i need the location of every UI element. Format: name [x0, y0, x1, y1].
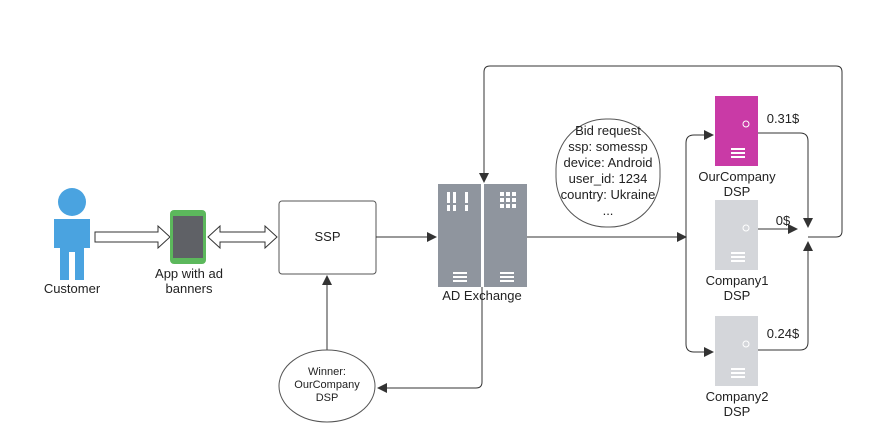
company1-bid-value: 0$	[775, 213, 791, 228]
app-label: App with ad banners	[146, 266, 232, 296]
winner-ellipse	[278, 349, 376, 423]
exchange-to-winner-line	[377, 287, 483, 393]
winner-line: DSP	[315, 392, 339, 404]
company2-bid-value: 0.24$	[766, 326, 800, 341]
dsp-name-line1: Company2	[705, 389, 769, 404]
company1-server-icon	[715, 200, 758, 270]
app-label-line1: App with ad	[155, 266, 223, 281]
dsp-name-line1: OurCompany	[698, 169, 776, 184]
phone-icon	[170, 210, 206, 264]
dsp-name-line2: DSP	[723, 288, 751, 303]
bid-request-line: user_id: 1234	[568, 171, 648, 186]
app-label-line2: banners	[165, 281, 213, 296]
bid-request-bubble	[555, 118, 661, 228]
dsp-name-line2: DSP	[723, 184, 751, 199]
customer-icon	[54, 188, 90, 280]
return-loop-line	[479, 65, 843, 238]
branch-to-company2	[685, 237, 714, 357]
customer-label: Customer	[43, 281, 101, 296]
bid-request-line: country: Ukraine	[560, 187, 656, 202]
company2-response-line	[758, 241, 813, 351]
dsp-name-line2: DSP	[723, 404, 751, 419]
ourcompany-response-line	[758, 132, 813, 228]
company2-server-icon	[715, 316, 758, 386]
winner-label: Winner: OurCompany DSP	[280, 366, 374, 405]
exchange-server-icon	[438, 184, 527, 287]
winner-line: Winner:	[308, 366, 346, 378]
bid-request-line: Bid request	[575, 123, 641, 138]
bid-request-line: ssp: somessp	[568, 139, 648, 154]
ourcompany-bid-value: 0.31$	[766, 111, 800, 126]
company1-dsp-label: Company1 DSP	[690, 273, 784, 303]
ourcompany-server-icon	[715, 96, 758, 166]
bid-request-line: device: Android	[563, 155, 653, 170]
bid-request-text: Bid request ssp: somessp device: Android…	[556, 123, 660, 219]
customer-to-app-arrow	[94, 224, 171, 250]
ourcompany-dsp-label: OurCompany DSP	[690, 169, 784, 199]
dsp-name-line1: Company1	[705, 273, 769, 288]
winner-line: OurCompany	[294, 379, 360, 391]
branch-to-ourcompany	[685, 130, 714, 237]
ssp-label: SSP	[314, 229, 341, 244]
bid-request-line: ...	[602, 203, 614, 218]
company2-dsp-label: Company2 DSP	[690, 389, 784, 419]
exchange-label: AD Exchange	[442, 288, 522, 303]
app-ssp-arrow	[207, 224, 278, 250]
